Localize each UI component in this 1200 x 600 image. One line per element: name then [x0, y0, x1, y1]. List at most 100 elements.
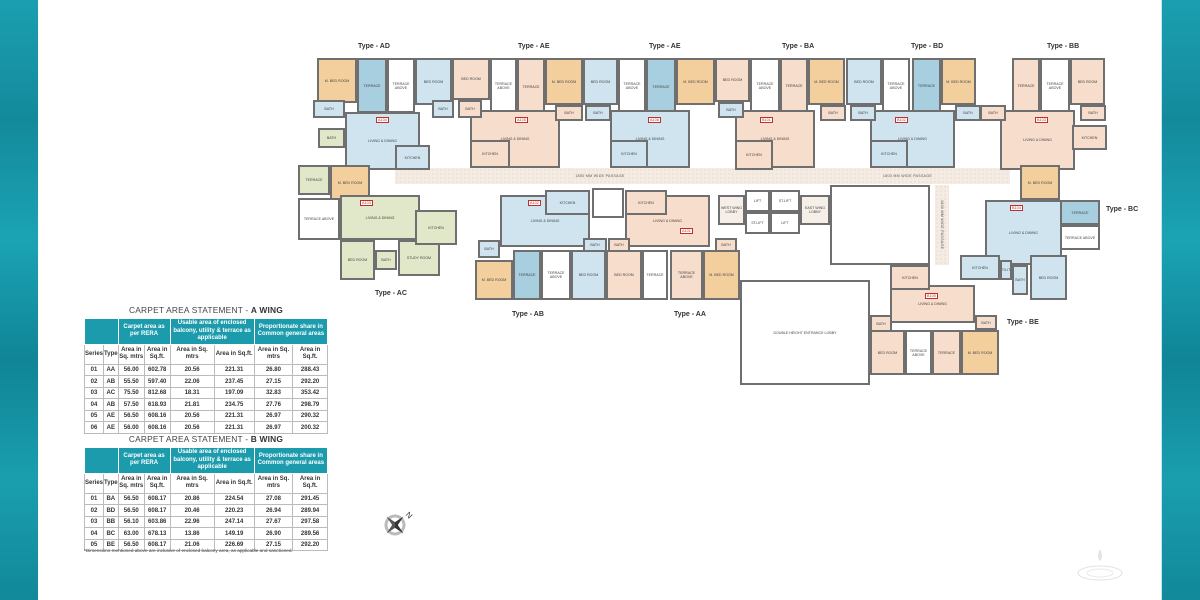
room-st-lift: ST.LIFT [745, 212, 770, 234]
room-terrace-above: TERRACE ABOVE [905, 330, 932, 375]
unit-code-label: B104 [1010, 205, 1023, 211]
table-cell: 01 [83, 492, 105, 506]
table-cell: 20.56 [169, 409, 215, 423]
room-bed-room: BED ROOM [606, 250, 642, 300]
table-cell: 221.31 [213, 363, 255, 377]
room-terrace-above: TERRACE ABOVE [882, 58, 910, 113]
room-bath: BATH [313, 100, 345, 118]
unit-type-label: Type - AC [375, 290, 407, 297]
room-bath: BATH [318, 128, 345, 148]
room-m-bed-room: M. BED ROOM [676, 58, 715, 105]
room-utility: UTILITY [1000, 260, 1012, 280]
room-void [592, 188, 624, 218]
room-kitchen: KITCHEN [890, 265, 930, 290]
unit-code-label: B103 [1035, 117, 1048, 123]
table-cell: 224.54 [213, 492, 255, 506]
wing-a-title-bold: A WING [250, 305, 283, 315]
room-terrace: TERRACE [642, 250, 668, 300]
column-header: Type [103, 472, 119, 494]
room-lift: LIFT [745, 190, 770, 212]
table-cell: AB [103, 375, 119, 388]
wing-b-title: CARPET AREA STATEMENT - B WING [84, 434, 328, 444]
room-m-bed-room: M. BED ROOM [808, 58, 845, 105]
room-bath: BATH [583, 238, 607, 252]
room-bed-room: BED ROOM [1030, 255, 1067, 300]
room-bed-room: BED ROOM [583, 58, 618, 105]
table-cell: 237.45 [213, 375, 255, 388]
room-bed-room: BED ROOM [340, 240, 375, 280]
room-east-wing-lobby: EAST WING LOBBY [800, 195, 830, 225]
table-cell: AB [103, 398, 119, 411]
table-cell: 75.50 [117, 386, 145, 400]
group-header: Carpet area as per RERA [117, 318, 171, 345]
table-cell: AC [103, 386, 119, 400]
table-cell: 608.16 [143, 421, 171, 434]
group-header: Carpet area as per RERA [117, 447, 171, 474]
room-double-height-entrance-lobby: DOUBLE HEIGHT ENTRANCE LOBBY [740, 280, 870, 385]
room-bath: BATH [555, 105, 583, 121]
room-bath: BATH [1080, 105, 1106, 121]
table-cell: 06 [83, 421, 105, 434]
table-cell: 289.94 [292, 504, 328, 517]
room-st-lift: ST.LIFT [770, 190, 800, 212]
room-void [830, 185, 930, 265]
table-cell: 20.56 [169, 363, 215, 377]
room-living-dining: LIVING & DINING [735, 110, 815, 168]
table-cell: 56.50 [117, 492, 145, 506]
room-bath: BATH [432, 100, 454, 118]
table-cell: 27.08 [253, 492, 294, 506]
table-cell: 22.06 [169, 375, 215, 388]
room-terrace: TERRACE [357, 58, 387, 113]
watermark-drop-icon [1077, 549, 1123, 581]
table-cell: 26.94 [253, 504, 294, 517]
room-terrace-above: TERRACE ABOVE [750, 58, 780, 113]
table-cell: 56.00 [117, 421, 145, 434]
column-header: Area in Sq.ft. [292, 472, 328, 494]
table-cell: 57.50 [117, 398, 145, 411]
room-bath: BATH [975, 315, 997, 330]
column-header: Area in Sq. mtrs [253, 472, 294, 494]
room-m-bed-room: M. BED ROOM [317, 58, 357, 103]
table-cell: 13.86 [169, 527, 215, 540]
table-cell: 22.96 [169, 515, 215, 529]
room-terrace: TERRACE [780, 58, 808, 113]
unit-type-label: Type - AA [674, 311, 706, 318]
table-cell: BD [103, 504, 119, 517]
room-bed-room: BED ROOM [452, 58, 490, 100]
room-terrace: TERRACE [513, 250, 541, 300]
column-header: Area in Sq. mtrs [169, 472, 215, 494]
table-cell: 618.93 [143, 398, 171, 411]
table-cell: 03 [83, 515, 105, 529]
corridor-passage: 1800 MM WIDE PASSAGE [805, 168, 1010, 184]
room-terrace: TERRACE [1012, 58, 1040, 113]
table-cell: BA [103, 492, 119, 506]
column-header: Area in Sq. mtrs [117, 472, 145, 494]
table-cell: 04 [83, 527, 105, 540]
unit-type-label: Type - BA [782, 43, 815, 50]
unit-code-label: B102 [895, 117, 908, 123]
room-bath: BATH [955, 105, 981, 121]
unit-type-label: Type - AD [358, 43, 390, 50]
corridor-passage: 1800 MM WIDE PASSAGE [935, 185, 949, 265]
table-cell: 597.40 [143, 375, 171, 388]
group-header: Proportionate share in Common general ar… [253, 318, 329, 345]
room-west-wing-lobby: WEST WING LOBBY [718, 195, 745, 225]
table-cell: 56.00 [117, 363, 145, 377]
column-header: Area in Sq.ft. [143, 472, 171, 494]
room-kitchen: KITCHEN [625, 190, 667, 215]
column-header: Area in Sq.ft. [213, 343, 255, 365]
room-terrace: TERRACE [298, 165, 330, 195]
unit-type-label: Type - BE [1007, 319, 1039, 326]
room-terrace: TERRACE [646, 58, 676, 115]
table-cell: 290.32 [292, 409, 328, 423]
table-cell: 298.79 [292, 398, 328, 411]
room-m-bed-room: M. BED ROOM [703, 250, 740, 300]
room-living-dining: LIVING & DINING [985, 200, 1062, 265]
unit-type-label: Type - AB [512, 311, 544, 318]
room-bed-room: BED ROOM [1070, 58, 1105, 105]
room-bath: BATH [820, 105, 846, 121]
